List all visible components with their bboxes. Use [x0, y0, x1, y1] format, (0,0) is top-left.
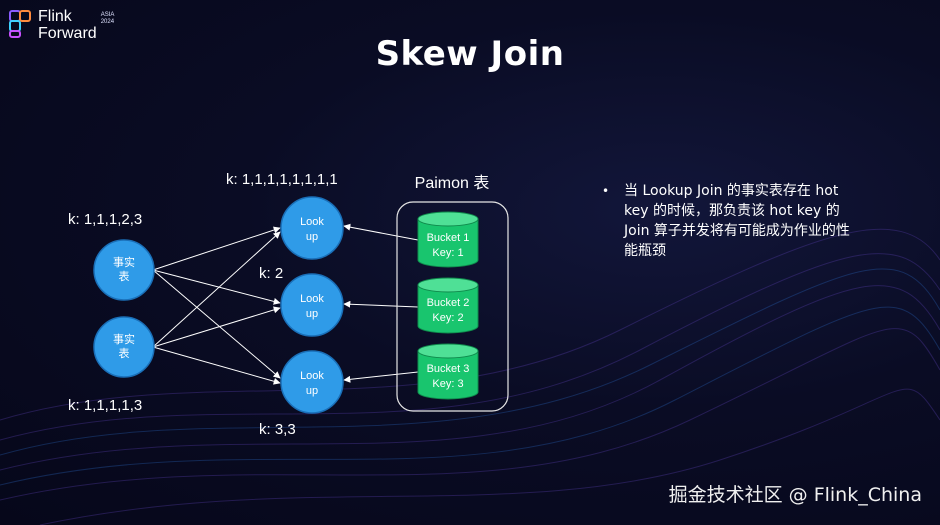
paimon-table-label: Paimon 表	[415, 174, 490, 192]
bucket-3-key: Key: 3	[432, 378, 463, 390]
lookup-node-2-label-1: Look	[300, 293, 324, 305]
paimon-table-container	[396, 201, 509, 412]
fact-node-2-keys: k: 1,1,1,1,3	[68, 397, 142, 414]
fact-node-2: 事实 表	[93, 316, 155, 378]
bucket-3-body	[417, 351, 479, 400]
flink-forward-logo: Flink Forward ASIA 2024	[8, 8, 114, 42]
edge-bucket3-lookup3	[343, 371, 419, 383]
lookup-node-2-keys: k: 2	[259, 265, 283, 282]
edge-fact2-lookup3	[152, 346, 281, 385]
fact-to-lookup-edges	[152, 226, 281, 385]
edge-fact1-lookup3	[152, 269, 281, 379]
fact-node-2-label-2: 表	[119, 346, 130, 360]
edge-fact2-lookup2	[152, 306, 281, 348]
fact-node-1: 事实 表	[93, 239, 155, 301]
lookup-node-3-label-2: up	[306, 385, 318, 397]
lookup-node-2-circle	[280, 273, 344, 337]
fact-node-1-label-1: 事实	[113, 255, 135, 269]
bucket-to-lookup-edges	[343, 223, 419, 383]
bucket-3: Bucket 3 Key: 3	[417, 343, 479, 400]
edge-fact2-lookup1	[152, 231, 281, 348]
edge-bucket1-lookup1	[343, 223, 419, 241]
lookup-node-3-circle	[280, 350, 344, 414]
bucket-1-name: Bucket 1	[427, 232, 470, 244]
edge-bucket2-lookup2	[343, 300, 419, 308]
logo-line-1: Flink	[38, 8, 72, 25]
page-title: Skew Join	[375, 34, 565, 74]
lookup-node-3-keys: k: 3,3	[259, 421, 296, 438]
logo-badge-top: ASIA	[100, 12, 115, 18]
bucket-1: Bucket 1 Key: 1	[417, 211, 479, 268]
bucket-1-top	[417, 211, 479, 227]
lookup-node-1-circle	[280, 196, 344, 260]
fact-node-2-circle	[93, 316, 155, 378]
edge-fact1-lookup1	[152, 226, 281, 271]
lookup-node-3-label-1: Look	[300, 370, 324, 382]
flink-logo-icon	[9, 10, 31, 38]
edge-fact1-lookup2	[152, 269, 281, 305]
lookup-node-1: Look up	[280, 196, 344, 260]
bucket-2-body	[417, 285, 479, 334]
bucket-2-key: Key: 2	[432, 312, 463, 324]
logo-wordmark: Flink Forward	[38, 8, 97, 42]
fact-node-1-keys: k: 1,1,1,2,3	[68, 211, 142, 228]
bucket-2: Bucket 2 Key: 2	[417, 277, 479, 334]
fact-node-1-circle	[93, 239, 155, 301]
fact-node-1-label-2: 表	[119, 269, 130, 283]
watermark: 掘金技术社区 @ Flink_China	[668, 484, 922, 506]
bucket-1-key: Key: 1	[432, 247, 463, 259]
logo-badge-year: 2024	[100, 19, 115, 25]
explanation-bullet: • 当 Lookup Join 的事实表存在 hot key 的时候，那负责该 …	[602, 181, 858, 261]
lookup-node-3: Look up	[280, 350, 344, 414]
fact-node-2-label-1: 事实	[113, 332, 135, 346]
logo-line-2: Forward	[38, 25, 97, 42]
explanation-text: 当 Lookup Join 的事实表存在 hot key 的时候，那负责该 ho…	[624, 183, 850, 259]
lookup-node-1-label-1: Look	[300, 216, 324, 228]
bucket-3-top	[417, 343, 479, 359]
lookup-node-1-keys: k: 1,1,1,1,1,1,1,1	[226, 171, 338, 188]
bucket-3-name: Bucket 3	[427, 363, 470, 375]
bullet-dot: •	[602, 184, 610, 198]
logo-badge: ASIA 2024	[101, 12, 115, 26]
lookup-node-1-label-2: up	[306, 231, 318, 243]
lookup-node-2: Look up	[280, 273, 344, 337]
bucket-2-name: Bucket 2	[427, 297, 470, 309]
bucket-2-top	[417, 277, 479, 293]
lookup-node-2-label-2: up	[306, 308, 318, 320]
bucket-1-body	[417, 219, 479, 268]
